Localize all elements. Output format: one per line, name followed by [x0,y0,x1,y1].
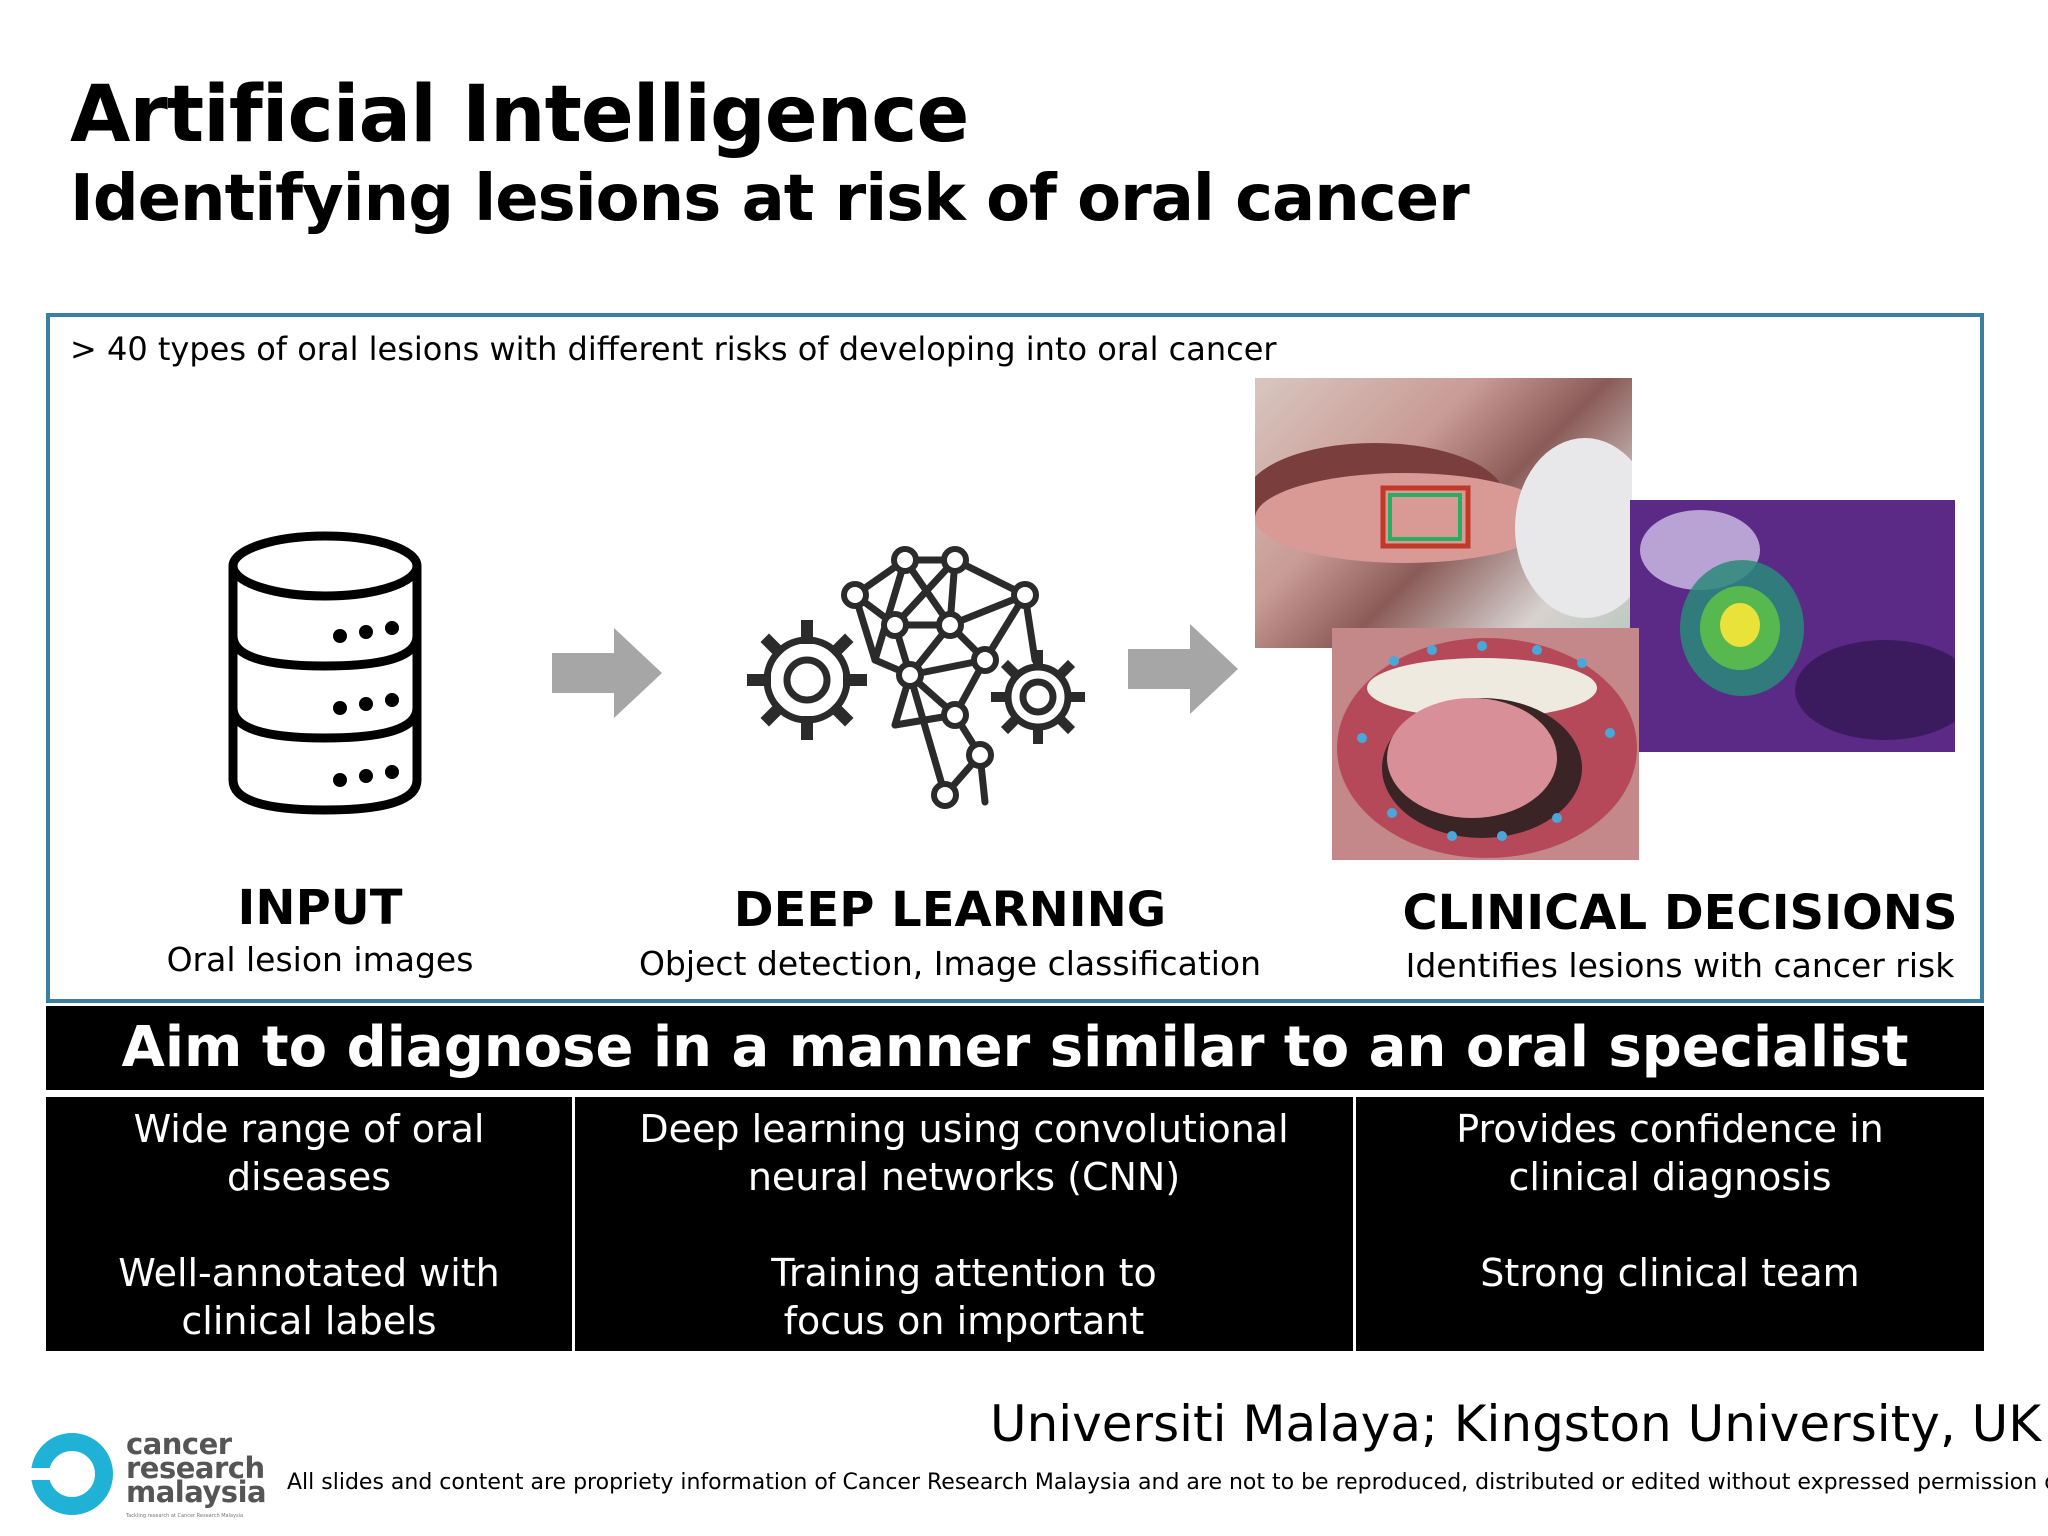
feature-grid: Wide range of oral diseases Well-annotat… [46,1097,1984,1391]
feature-item: Strong clinical team [1480,1251,1860,1295]
logo-tagline: Tackling research at Cancer Research Mal… [126,1513,244,1519]
feature-item: Provides confidence in clinical diagnosi… [1456,1107,1884,1199]
step-deep-learning-caption: Object detection, Image classification [638,944,1262,983]
step-input-heading: INPUT [237,880,403,936]
oral-lesion-photo-detection [1255,378,1632,648]
feature-column-clinical: Provides confidence in clinical diagnosi… [1356,1097,1984,1351]
step-deep-learning-heading: DEEP LEARNING [733,882,1167,938]
feature-item: Training attention to focus on important… [771,1251,1157,1391]
cancer-research-malaysia-logo-icon [30,1433,113,1515]
feature-item: Deep learning using convolutional neural… [639,1107,1289,1199]
feature-column-model: Deep learning using convolutional neural… [575,1097,1353,1391]
affiliation-text: Universiti Malaya; Kingston University, … [990,1395,2042,1453]
step-input-caption: Oral lesion images [166,940,474,979]
page-title: Artificial Intelligence [70,70,969,160]
feature-column-data: Wide range of oral diseases Well-annotat… [46,1097,572,1351]
oral-lesion-heatmap [1630,500,1955,752]
right-arrow-icon [1128,624,1238,714]
logo-line: research [126,1451,265,1485]
step-clinical-decisions-heading: CLINICAL DECISIONS [1402,885,1958,941]
aim-banner: Aim to diagnose in a manner similar to a… [46,1006,1984,1090]
feature-item: Well-annotated with clinical labels [118,1251,500,1343]
feature-item: Wide range of oral diseases [133,1107,485,1199]
column-divider [1353,1097,1356,1351]
logo-wordmark: cancer research malaysia [126,1427,267,1509]
content-panel [46,313,1984,1003]
copyright-footer: All slides and content are propriety inf… [287,1470,2048,1495]
logo-line: cancer [126,1427,232,1461]
column-divider [572,1097,575,1351]
step-clinical-decisions-caption: Identifies lesions with cancer risk [1405,946,1955,985]
page-subtitle: Identifying lesions at risk of oral canc… [70,162,1470,236]
logo-line: malaysia [126,1475,267,1509]
right-arrow-icon [552,628,662,718]
brain-network-gears-icon [747,546,1085,809]
panel-lead-text: > 40 types of oral lesions with differen… [70,330,1277,368]
database-icon [228,531,422,815]
oral-lesion-photo-landmarks [1332,628,1639,860]
